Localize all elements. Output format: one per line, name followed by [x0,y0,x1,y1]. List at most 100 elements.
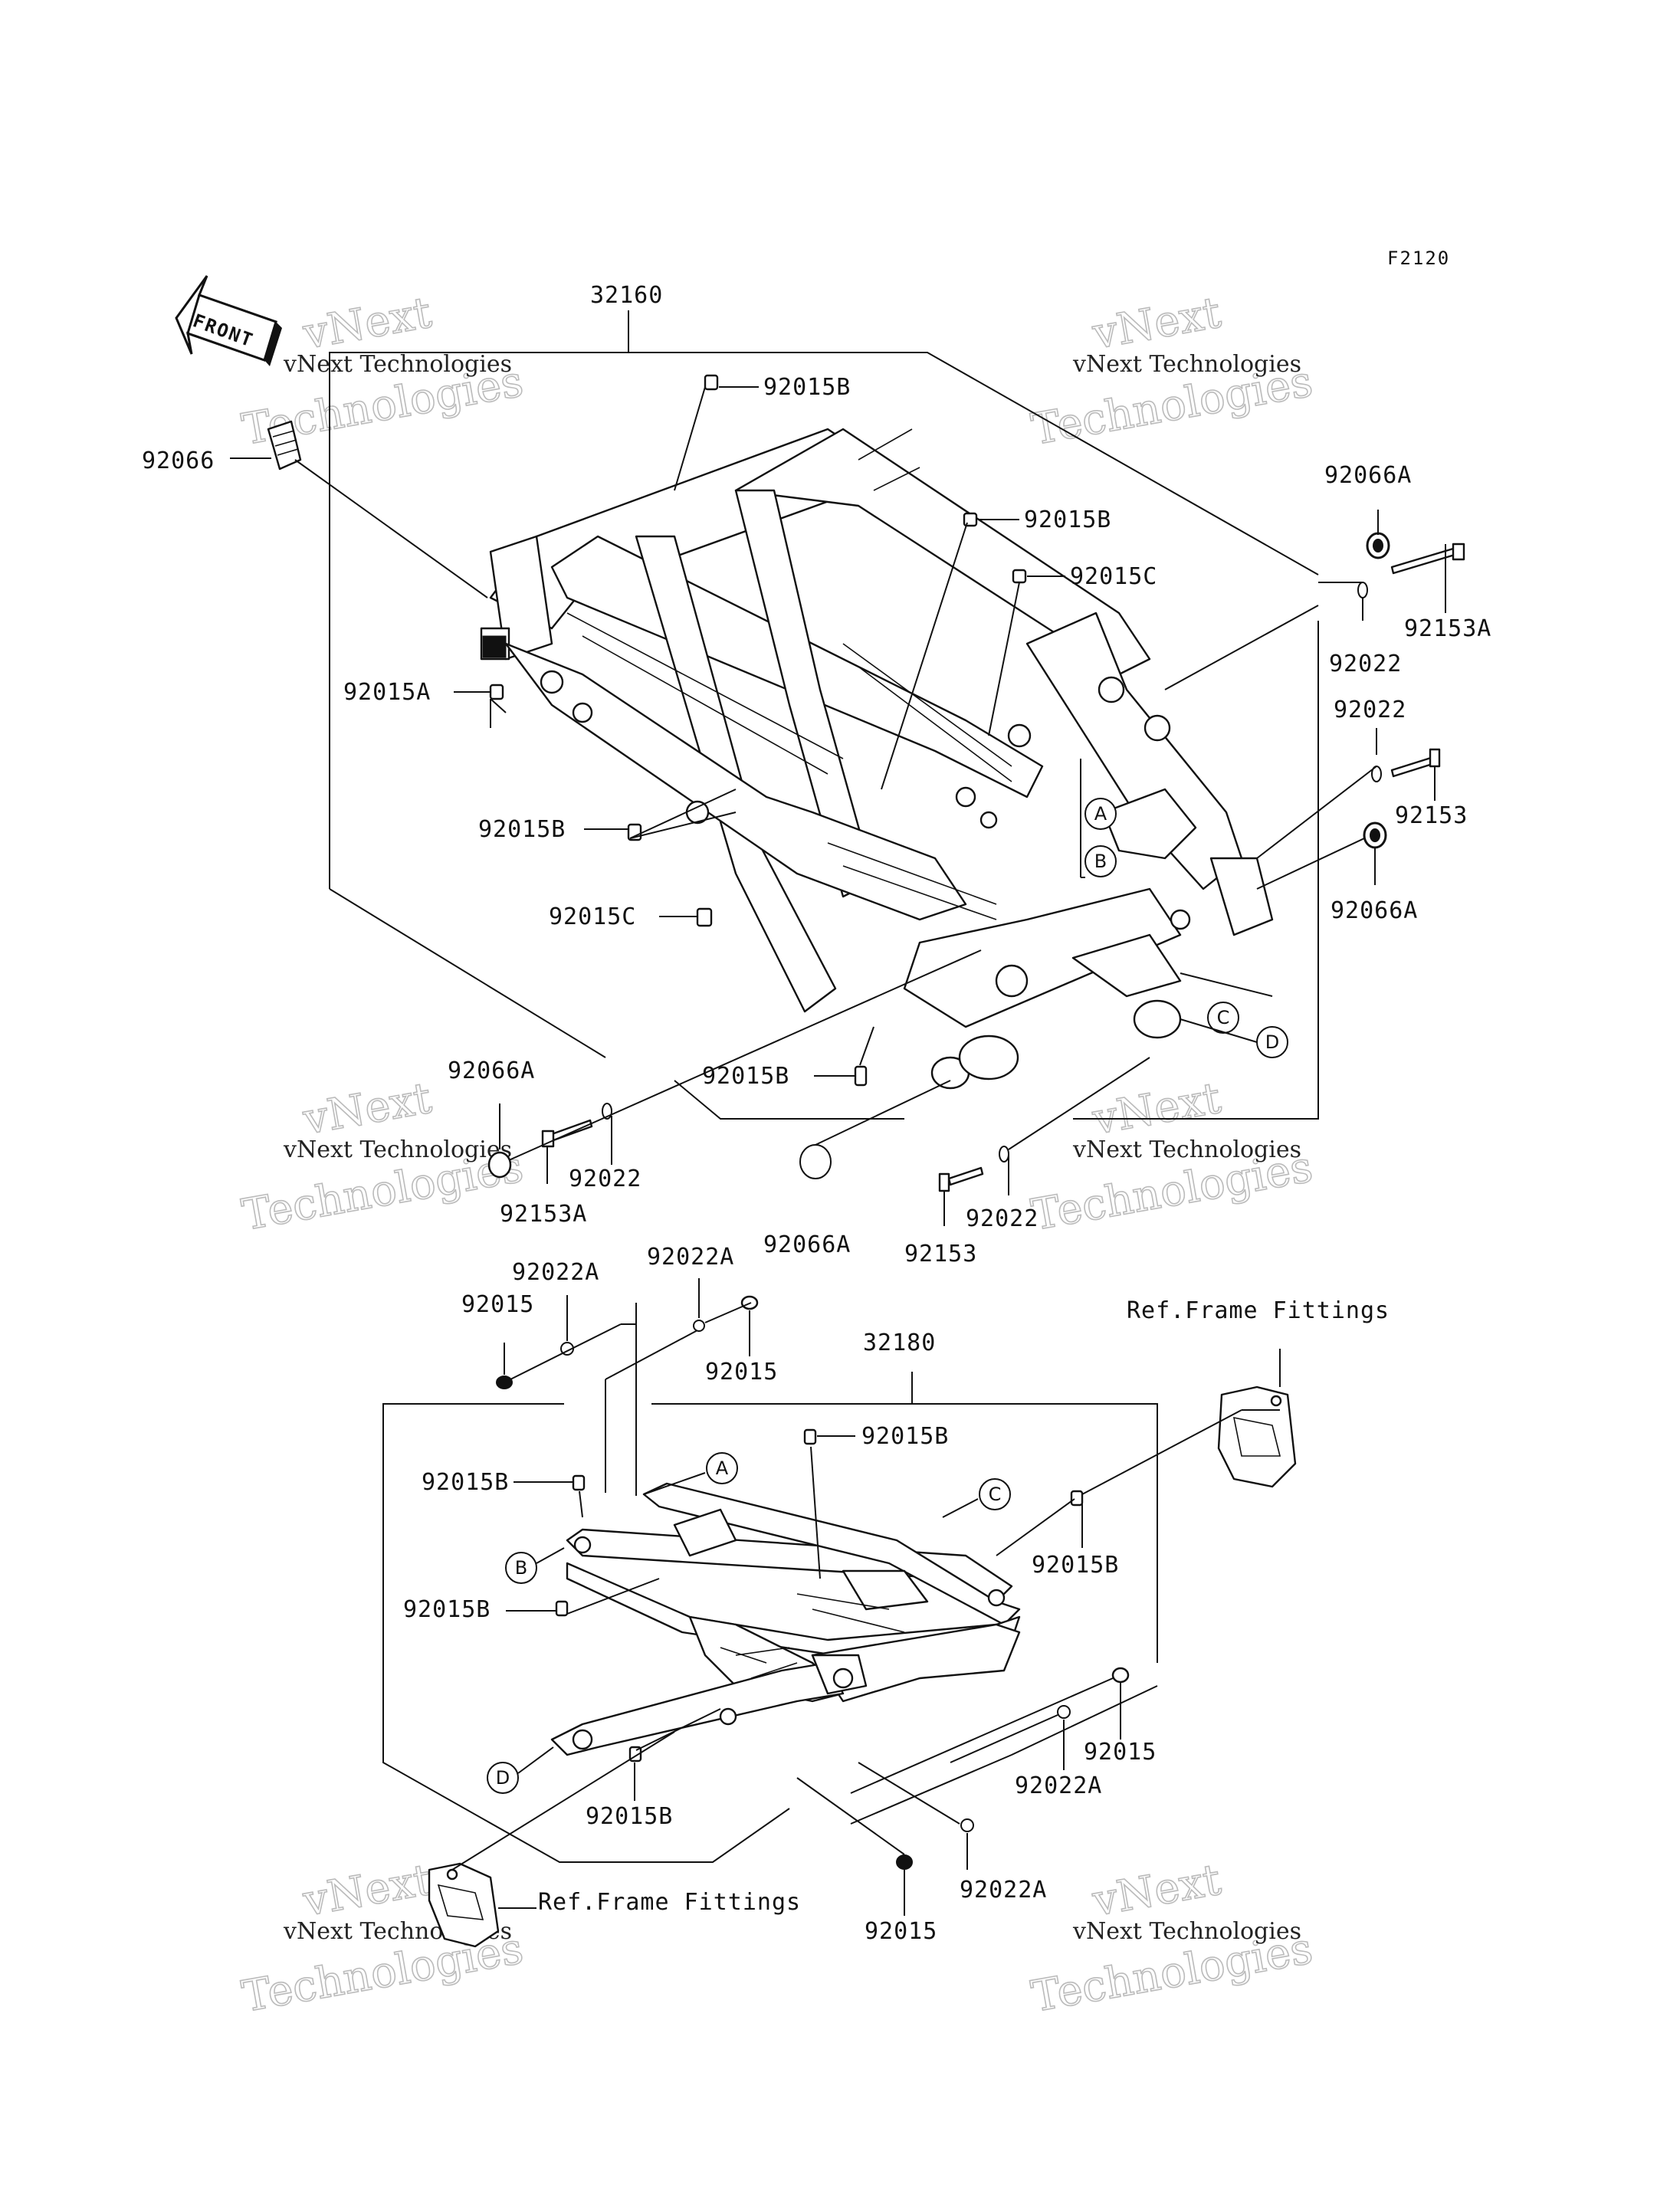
label-92022A-bottom: 92022A [960,1877,1047,1904]
svg-text:vNext: vNext [299,288,435,359]
label-92015B-bottom-lower: 92015B [586,1803,673,1830]
ref-circle-D-lower: D [487,1762,519,1794]
svg-text:vNext Technologies: vNext Technologies [1072,351,1301,378]
svg-text:vNext: vNext [1088,1855,1225,1926]
leader-lines-lower [451,1278,1281,1916]
bushing-92015B-right-lower-icon [1070,1490,1084,1507]
label-92153-bottom: 92153 [904,1241,977,1267]
main-frame-32160 [480,428,1274,1090]
label-92022-right-top: 92022 [1329,651,1402,677]
label-92015-top-left: 92015 [461,1291,534,1318]
watermark-top-right: vNext Technologies vNext Technologies [1027,287,1317,456]
label-92015B-right-lower: 92015B [1032,1552,1119,1579]
bushing-92015A-icon [489,684,504,700]
label-32180: 32180 [863,1330,936,1356]
bushing-92015C-left-icon [696,907,713,927]
label-92015C-left: 92015C [549,903,636,930]
svg-text:B: B [1094,851,1107,872]
svg-text:D: D [1265,1031,1279,1053]
bolt-92153-right-icon [1390,748,1441,778]
cap-92066A-right-bottom-icon [1363,821,1387,849]
sub-frame-32180 [550,1482,1021,1756]
upper-assembly: A B C D [142,282,1491,1267]
nut-92015-bottom-icon [896,1854,913,1870]
washer-92022A-bottom-icon [960,1818,974,1832]
washer-92022-right-top-icon [1357,582,1368,598]
label-92022-left: 92022 [569,1166,641,1192]
label-92015A: 92015A [343,679,431,706]
bracket-32180 [382,1403,790,1863]
watermark-mid-left: vNext Technologies vNext Technologies [238,1073,527,1241]
label-92153A-left: 92153A [500,1201,587,1228]
watermark-bottom-right: vNext Technologies vNext Technologies [1027,1854,1317,2023]
label-92066: 92066 [142,448,215,474]
label-92015B-top: 92015B [763,374,851,401]
ref-frame-fitting-right-icon [1217,1385,1297,1488]
label-32160: 32160 [590,282,663,309]
bushing-92015B-mid-icon [963,512,978,527]
bushing-92015B-bottom-icon [854,1065,868,1087]
ref-circle-C-upper: C [1207,1002,1239,1034]
label-92022A-top-left: 92022A [512,1259,599,1286]
label-92066A-right-bottom: 92066A [1331,897,1418,924]
ref-circle-C-lower: C [979,1478,1011,1510]
svg-text:C: C [989,1484,1002,1505]
label-ref-frame-fittings-left: Ref.Frame Fittings [538,1889,801,1916]
cap-92066A-left-icon [487,1151,512,1179]
ref-circle-B-lower: B [505,1552,537,1584]
label-92015-right: 92015 [1084,1739,1157,1766]
svg-text:vNext Technologies: vNext Technologies [283,1136,512,1163]
label-92015B-top-lower: 92015B [861,1423,949,1450]
bolt-92153A-right-icon [1390,543,1465,575]
front-arrow-icon: FRONT [175,275,282,366]
bushing-92015C-top-icon [1012,569,1027,584]
svg-text:vNext: vNext [299,1855,435,1926]
label-92066A-left: 92066A [448,1058,535,1084]
bushing-92015B-top-lower-icon [803,1428,817,1445]
label-92015C-top: 92015C [1070,563,1157,590]
label-92015-top-mid: 92015 [705,1359,778,1385]
bolt-92153-bottom-icon [938,1166,984,1192]
label-ref-frame-fittings-right: Ref.Frame Fittings [1127,1297,1390,1324]
label-92015-bottom: 92015 [865,1918,937,1945]
label-92066A-right-top: 92066A [1324,462,1412,489]
nut-92015-right-icon [1111,1667,1130,1684]
svg-text:A: A [1094,803,1107,825]
label-92015B-left: 92015B [478,816,566,843]
label-92022A-top-mid: 92022A [647,1244,734,1271]
svg-text:vNext Technologies: vNext Technologies [1072,1136,1301,1163]
ref-circle-B-upper: B [1084,845,1117,877]
bushing-92015B-left-bottom-lower-icon [555,1600,569,1617]
label-92022-bottom: 92022 [966,1205,1039,1232]
svg-text:D: D [496,1767,510,1789]
bushing-92015B-top-icon [704,374,719,391]
ref-circle-A-upper: A [1084,798,1117,830]
svg-text:A: A [716,1458,729,1479]
ref-frame-fitting-left-icon [428,1862,500,1948]
lower-assembly: A B C D [382,1244,1390,1948]
washer-92022-bottom-icon [999,1146,1009,1162]
svg-text:vNext Technologies: vNext Technologies [1072,1918,1301,1945]
bushing-92015B-left-top-lower-icon [572,1474,586,1491]
label-92015B-left-top-lower: 92015B [422,1469,509,1496]
label-92066A-bottom: 92066A [763,1231,851,1258]
washer-92022A-top-mid-icon [693,1320,705,1332]
washer-92022A-right-icon [1057,1705,1071,1719]
nut-92015-top-left-icon [496,1376,513,1389]
label-92022A-right: 92022A [1015,1772,1102,1799]
label-92015B-mid: 92015B [1024,507,1111,533]
svg-text:vNext: vNext [299,1074,435,1145]
svg-text:C: C [1217,1007,1230,1028]
ref-circle-D-upper: D [1256,1026,1288,1058]
label-92153A-right: 92153A [1404,615,1491,642]
figure-code: F2120 [1387,248,1450,269]
cap-92066A-bottom-icon [799,1144,832,1179]
label-92015B-left-bottom-lower: 92015B [403,1596,491,1623]
cap-92066A-right-top-icon [1366,532,1390,559]
label-92022-right-mid: 92022 [1334,697,1406,723]
label-92015B-bottom: 92015B [702,1063,789,1090]
svg-text:vNext: vNext [1088,288,1225,359]
grommet-92066-icon [267,420,302,471]
label-92153-right: 92153 [1395,802,1468,829]
